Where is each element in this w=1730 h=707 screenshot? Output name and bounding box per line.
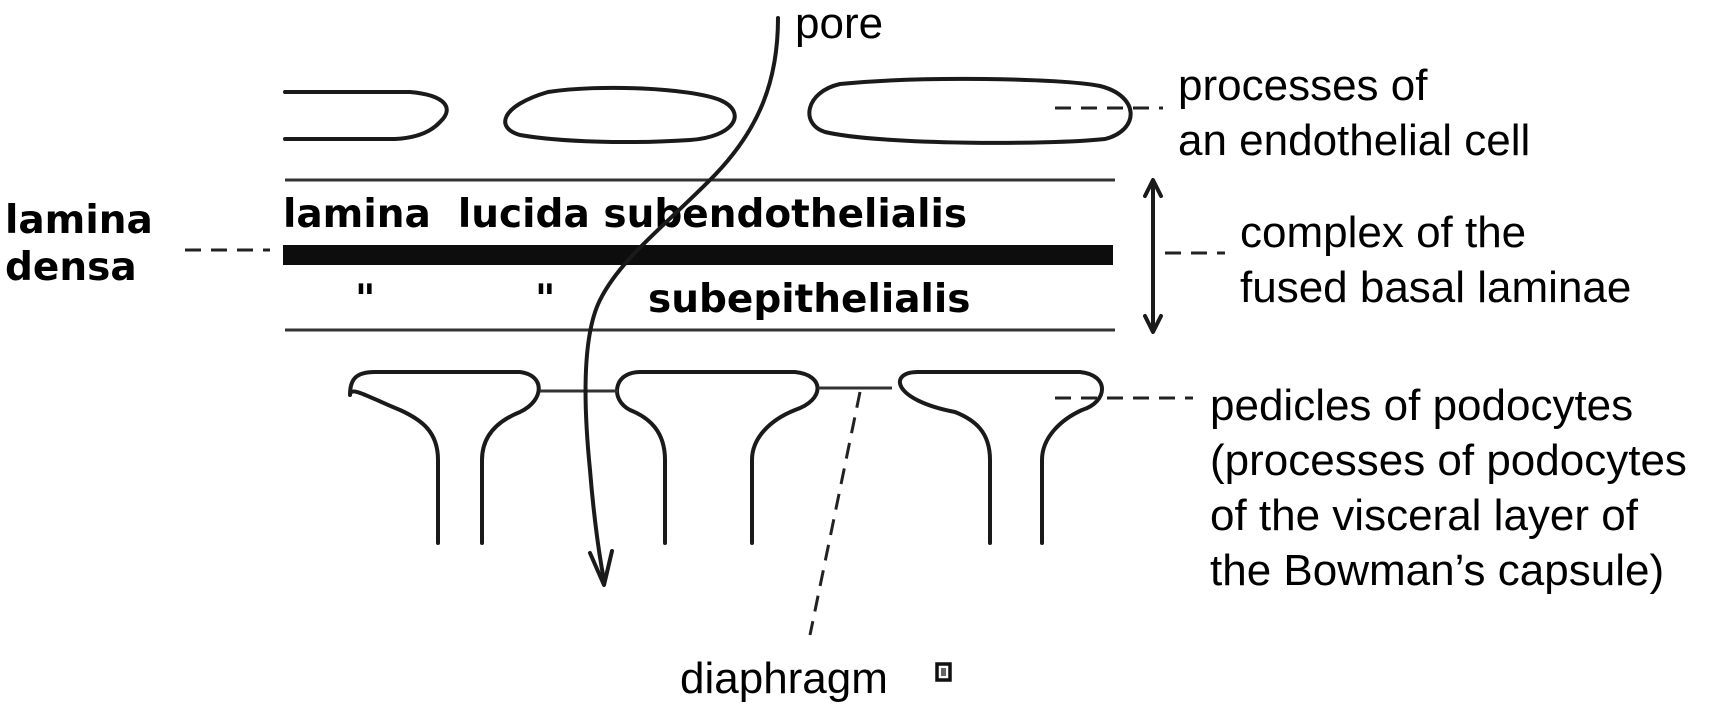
endothelial-process-right <box>809 79 1130 143</box>
endothelial-process-left <box>285 92 447 139</box>
ditto-mark-1: " <box>355 277 375 322</box>
endothelial-process-middle <box>505 88 735 142</box>
subepithelialis-label: subepithelialis <box>648 277 971 322</box>
complex-label-line2: fused basal laminae <box>1240 263 1631 312</box>
pedicles-label-line3: of the visceral layer of <box>1210 491 1639 540</box>
pedicles-label-line2: (processes of podocytes <box>1210 436 1687 485</box>
pedicle-left <box>350 372 539 543</box>
endothelial-processes <box>285 79 1131 143</box>
pedicles-label-line4: the Bowman’s capsule) <box>1210 546 1664 595</box>
diaphragm-square-icon <box>937 664 950 680</box>
ditto-mark-2: " <box>535 277 555 322</box>
lamina-densa-band <box>283 245 1113 265</box>
endothelial-label-line1: processes of <box>1178 61 1428 110</box>
lamina-densa-label-line2: densa <box>5 245 137 290</box>
lucida-subendothelialis-label: lamina lucida subendothelialis <box>283 192 967 237</box>
complex-label-line1: complex of the <box>1240 208 1526 257</box>
podocyte-pedicles <box>350 372 1102 543</box>
pedicle-middle <box>617 372 817 543</box>
pedicles-label-line1: pedicles of podocytes <box>1210 381 1633 430</box>
basal-lamina-complex: lamina lucida subendothelialis " " subep… <box>283 180 1115 330</box>
endothelial-label-line2: an endothelial cell <box>1178 116 1530 165</box>
diaphragm-label: diaphragm <box>680 654 888 703</box>
lamina-densa-label-line1: lamina <box>5 198 153 243</box>
leader-diaphragm <box>810 392 860 635</box>
complex-double-arrow <box>1145 180 1161 332</box>
pedicle-right <box>900 372 1102 543</box>
pore-label: pore <box>795 0 883 48</box>
